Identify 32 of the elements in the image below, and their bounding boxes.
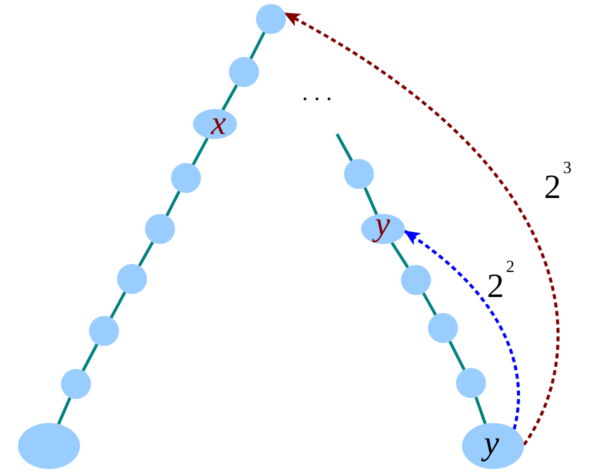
- edge-label: 2$^{2}$: [486, 262, 516, 304]
- connector-line: [82, 344, 98, 372]
- connector-line: [336, 133, 354, 162]
- connector-line: [448, 340, 466, 370]
- tree-node: [61, 369, 91, 399]
- tree-node: [256, 4, 286, 34]
- tree-node: [428, 313, 458, 343]
- dashed-arrow: [284, 12, 560, 446]
- tree-node: [456, 368, 486, 398]
- connector-line: [422, 292, 437, 316]
- connector-line: [110, 292, 126, 318]
- dashed-arrow: [404, 230, 520, 430]
- variable-label: x: [211, 107, 226, 141]
- tree-node: [361, 214, 405, 244]
- tree-node: [193, 109, 237, 139]
- connector-line: [192, 137, 209, 166]
- connector-line: [364, 187, 378, 216]
- connector-line: [57, 397, 72, 425]
- connector-line: [474, 396, 487, 424]
- connector-line: [390, 242, 410, 268]
- tree-node: [229, 57, 259, 87]
- tree-node: [89, 316, 119, 346]
- connector-line: [165, 190, 181, 216]
- tree-node: [145, 214, 175, 244]
- tree-node: [117, 264, 147, 294]
- tree-node: [401, 265, 431, 295]
- connector-line: [138, 241, 154, 267]
- tree-node: [171, 163, 201, 193]
- connector-line: [222, 84, 238, 111]
- ellipsis-text: ...: [302, 81, 338, 105]
- connector-line: [249, 32, 266, 60]
- tree-node: [344, 159, 374, 189]
